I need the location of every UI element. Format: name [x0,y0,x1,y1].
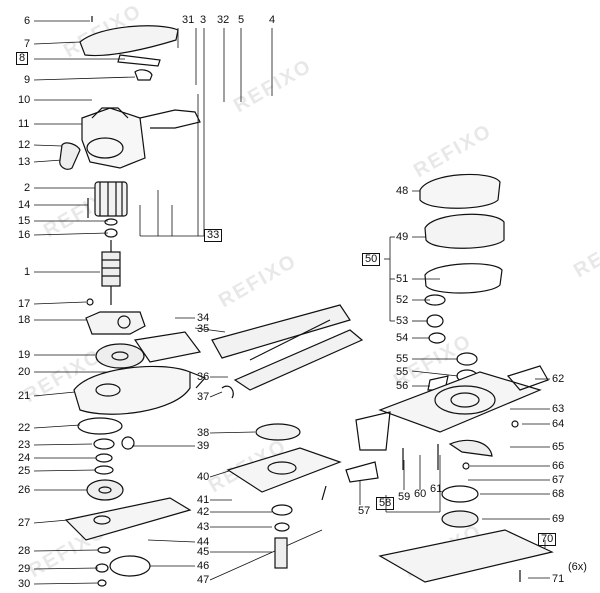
callout-23: 23 [18,439,31,451]
callout-36: 36 [197,371,210,383]
part-top-cover [79,16,179,81]
callout-41: 41 [197,494,210,506]
callout-48: 48 [396,185,409,197]
part-gear-housing [73,365,207,415]
callout-67: 67 [552,474,565,486]
callout-9: 9 [24,74,31,86]
callout-64: 64 [552,418,565,430]
callout-14: 14 [18,199,31,211]
callout-55-bottom: 55 [396,366,409,378]
callout-40: 40 [197,471,210,483]
callout-19: 19 [18,349,31,361]
callout-12: 12 [18,139,31,151]
callout-33-boxed: 33 [204,229,223,242]
part-center-pad [226,423,342,569]
callout-68: 68 [552,488,565,500]
callout-37: 37 [197,391,210,403]
callout-69: 69 [552,513,565,525]
callout-39: 39 [197,440,210,452]
callout-43: 43 [197,521,210,533]
callout-28: 28 [18,545,31,557]
callout-17: 17 [18,298,31,310]
callout-65: 65 [552,441,565,453]
part-armature [86,240,121,306]
callout-46: 46 [197,560,210,572]
part-motor-housing [59,107,201,170]
callout-8-boxed: 8 [16,52,29,65]
callout-34: 34 [197,312,210,324]
callout-29: 29 [18,563,31,575]
callout-1: 1 [24,266,31,278]
callout-58-boxed: 58 [376,497,395,510]
callout-18: 18 [18,314,31,326]
part-stator [87,181,128,238]
callout-26: 26 [18,484,31,496]
callout-52: 52 [396,294,409,306]
callout-54: 54 [396,332,409,344]
callout-30: 30 [18,578,31,590]
callout-20: 20 [18,366,31,378]
callout-38: 38 [197,427,210,439]
callout-50-boxed: 50 [362,253,381,266]
part-fan-bracket [85,311,146,369]
callout-51: 51 [396,273,409,285]
callout-66: 66 [552,460,565,472]
callout-15: 15 [18,215,31,227]
part-dust-bag [419,173,505,391]
callout-16: 16 [18,229,31,241]
callout-27: 27 [18,517,31,529]
callout-5: 5 [238,14,245,26]
callout-44: 44 [197,536,210,548]
callout-2: 2 [24,182,31,194]
callout-56: 56 [396,380,409,392]
callout-49: 49 [396,231,409,243]
callout-3: 3 [200,14,207,26]
callout-63: 63 [552,403,565,415]
part-lower-stack [64,417,192,587]
callout-60: 60 [414,488,427,500]
callout-53: 53 [396,315,409,327]
callout-45: 45 [197,546,210,558]
callout-42: 42 [197,506,210,518]
quantity-note: (6x) [568,561,587,573]
part-sanding-pad [378,529,554,583]
callout-7: 7 [24,38,31,50]
callout-70-boxed: 70 [538,533,557,546]
callout-57: 57 [358,505,371,517]
callout-32: 32 [217,14,230,26]
callout-13: 13 [18,156,31,168]
callout-21: 21 [18,390,31,402]
callout-25: 25 [18,465,31,477]
callout-24: 24 [18,452,31,464]
callout-35: 35 [197,323,210,335]
callout-10: 10 [18,94,31,106]
part-dust-channel [133,304,364,399]
callout-71: 71 [552,573,565,585]
callout-31: 31 [182,14,195,26]
callout-11: 11 [18,118,30,130]
callout-59: 59 [398,491,411,503]
callout-61: 61 [430,483,443,495]
callout-6: 6 [24,15,31,27]
callout-4: 4 [269,14,276,26]
callout-55-top: 55 [396,353,409,365]
callout-62: 62 [552,373,565,385]
part-base-plate [345,365,549,528]
callout-47: 47 [197,574,210,586]
callout-22: 22 [18,422,31,434]
